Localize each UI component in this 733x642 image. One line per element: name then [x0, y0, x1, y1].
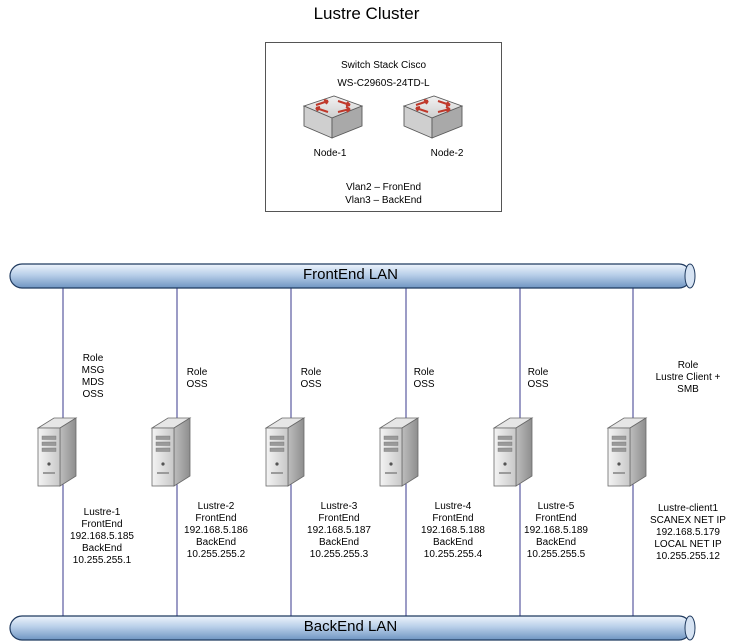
backend-lan-bus	[9, 615, 696, 641]
role-line: OSS	[413, 379, 435, 390]
hostname: Lustre-5	[537, 501, 575, 512]
role-line: Role	[186, 367, 208, 378]
info-line: 192.168.5.179	[656, 527, 720, 538]
info-line: FrontEnd	[535, 513, 577, 524]
hostname: Lustre-2	[197, 501, 235, 512]
role-line: OSS	[186, 379, 208, 390]
vlan-backend: Vlan3 – BackEnd	[345, 195, 422, 206]
role-line: Role	[527, 367, 549, 378]
server-3-role: Role OSS	[256, 367, 366, 391]
info-line: FrontEnd	[318, 513, 360, 524]
server-1-info: Lustre-1 FrontEnd 192.168.5.185 BackEnd …	[42, 507, 162, 567]
hostname: Lustre-1	[83, 507, 121, 518]
vlan-list: Vlan2 – FronEnd Vlan3 – BackEnd	[265, 181, 502, 207]
server-5-icon	[492, 417, 534, 487]
info-line: 192.168.5.187	[307, 525, 371, 536]
info-line: 192.168.5.189	[524, 525, 588, 536]
info-line: BackEnd	[318, 537, 360, 548]
server-3-icon	[264, 417, 306, 487]
server-2-role: Role OSS	[142, 367, 252, 391]
info-line: 192.168.5.186	[184, 525, 248, 536]
info-line: 10.255.255.12	[656, 551, 720, 562]
info-line: 10.255.255.4	[423, 549, 483, 560]
server-2-icon	[150, 417, 192, 487]
hostname: Lustre-client1	[657, 503, 719, 514]
node-2-label: Node-2	[430, 148, 464, 159]
info-line: 10.255.255.1	[72, 555, 132, 566]
frontend-lan-bus	[9, 263, 696, 289]
role-line: Role	[82, 353, 104, 364]
role-line: Role	[300, 367, 322, 378]
info-line: BackEnd	[81, 543, 123, 554]
frontend-lan-label: FrontEnd LAN	[302, 266, 399, 283]
server-6-role: Role Lustre Client + SMB	[633, 360, 733, 396]
hostname: Lustre-4	[434, 501, 472, 512]
info-line: 192.168.5.185	[70, 531, 134, 542]
server-6-info: Lustre-client1 SCANEX NET IP 192.168.5.1…	[628, 503, 733, 563]
switch-stack-box	[265, 42, 502, 212]
info-line: FrontEnd	[195, 513, 237, 524]
server-6-icon	[606, 417, 648, 487]
switch-model: WS-C2960S-24TD-L	[337, 78, 430, 89]
switch-node-2-icon	[402, 95, 464, 139]
role-line: MDS	[81, 377, 105, 388]
info-line: LOCAL NET IP	[654, 539, 722, 550]
server-5-info: Lustre-5 FrontEnd 192.168.5.189 BackEnd …	[496, 501, 616, 561]
role-line: Lustre Client +	[655, 372, 721, 383]
role-line: Role	[677, 360, 699, 371]
role-line: OSS	[82, 389, 104, 400]
info-line: 10.255.255.3	[309, 549, 369, 560]
info-line: BackEnd	[195, 537, 237, 548]
server-2-info: Lustre-2 FrontEnd 192.168.5.186 BackEnd …	[156, 501, 276, 561]
vlan-frontend: Vlan2 – FronEnd	[345, 182, 422, 193]
server-3-info: Lustre-3 FrontEnd 192.168.5.187 BackEnd …	[279, 501, 399, 561]
role-line: Role	[413, 367, 435, 378]
info-line: BackEnd	[535, 537, 577, 548]
role-line: MSG	[81, 365, 105, 376]
node-1-label: Node-1	[313, 148, 347, 159]
info-line: 192.168.5.188	[421, 525, 485, 536]
server-5-role: Role OSS	[483, 367, 593, 391]
info-line: FrontEnd	[432, 513, 474, 524]
info-line: 10.255.255.5	[526, 549, 586, 560]
role-line: OSS	[300, 379, 322, 390]
info-line: BackEnd	[432, 537, 474, 548]
backend-lan-label: BackEnd LAN	[303, 618, 398, 635]
info-line: SCANEX NET IP	[650, 515, 726, 526]
server-4-info: Lustre-4 FrontEnd 192.168.5.188 BackEnd …	[393, 501, 513, 561]
server-1-role: Role MSG MDS OSS	[38, 353, 148, 401]
role-line: OSS	[527, 379, 549, 390]
role-line: SMB	[677, 384, 699, 395]
info-line: FrontEnd	[81, 519, 123, 530]
server-4-role: Role OSS	[369, 367, 479, 391]
diagram-title: Lustre Cluster	[313, 4, 420, 23]
hostname: Lustre-3	[320, 501, 358, 512]
server-1-icon	[36, 417, 78, 487]
server-4-icon	[378, 417, 420, 487]
info-line: 10.255.255.2	[186, 549, 246, 560]
switch-node-1-icon	[302, 95, 364, 139]
switch-name: Switch Stack Cisco	[340, 60, 427, 71]
